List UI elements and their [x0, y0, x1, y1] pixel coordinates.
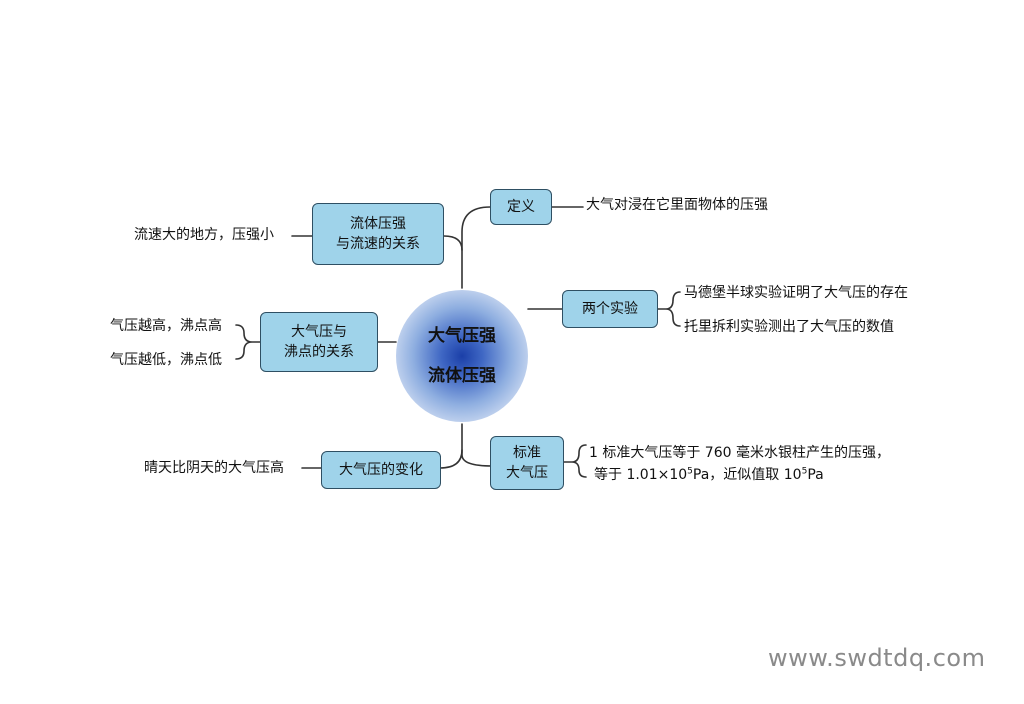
leaf-fluid-velocity: 流速大的地方，压强小 — [134, 227, 274, 243]
node-pressure-change: 大气压的变化 — [321, 451, 441, 489]
central-topic-line-2: 流体压强 — [428, 366, 496, 386]
leaf-boiling-low: 气压越低，沸点低 — [110, 352, 222, 368]
leaf-definition: 大气对浸在它里面物体的压强 — [586, 197, 768, 213]
leaf-experiment-torricelli: 托里拆利实验测出了大气压的数值 — [684, 319, 894, 335]
standard-value-part-3: Pa — [807, 467, 824, 483]
node-boiling-point-line-1: 大气压与 — [291, 324, 347, 340]
leaf-boiling-high: 气压越高，沸点高 — [110, 318, 222, 334]
node-standard-pressure-line-1: 标准 — [513, 445, 541, 461]
central-topic: 大气压强 流体压强 — [396, 290, 528, 422]
trunk-upper-line — [461, 206, 491, 289]
node-boiling-point: 大气压与 沸点的关系 — [260, 312, 378, 372]
leaf-standard-value: 等于 1.01×105Pa，近似值取 105Pa — [594, 466, 824, 484]
standard-value-part-2: Pa，近似值取 10 — [692, 467, 802, 483]
node-standard-pressure-line-2: 大气压 — [506, 465, 548, 481]
experiments-bracket — [656, 291, 681, 327]
trunk-lower-line — [461, 423, 493, 467]
leaf-standard-definition: 1 标准大气压等于 760 毫米水银柱产生的压强， — [589, 445, 890, 461]
standard-bracket — [562, 444, 587, 478]
node-pressure-change-label: 大气压的变化 — [339, 462, 423, 478]
standard-value-exponent-2: 5 — [801, 466, 808, 477]
leaf-experiment-magdeburg: 马德堡半球实验证明了大气压的存在 — [684, 285, 908, 301]
node-fluid-pressure: 流体压强 与流速的关系 — [312, 203, 444, 265]
trunk-change-line — [439, 449, 463, 469]
leaf-weather-change: 晴天比阴天的大气压高 — [144, 460, 284, 476]
node-boiling-point-line-2: 沸点的关系 — [284, 344, 354, 360]
node-standard-pressure: 标准 大气压 — [490, 436, 564, 490]
boiling-bracket — [235, 324, 261, 360]
node-fluid-pressure-line-1: 流体压强 — [350, 216, 406, 232]
central-topic-line-1: 大气压强 — [428, 326, 496, 346]
watermark-url: www.swdtdq.com — [768, 644, 986, 672]
node-definition-label: 定义 — [507, 199, 535, 215]
trunk-fluid-line — [443, 235, 463, 251]
node-two-experiments-label: 两个实验 — [582, 301, 638, 317]
standard-value-part-1: 等于 1.01×10 — [594, 467, 688, 483]
node-fluid-pressure-line-2: 与流速的关系 — [336, 236, 420, 252]
node-definition: 定义 — [490, 189, 552, 225]
standard-value-exponent-1: 5 — [687, 466, 693, 477]
node-two-experiments: 两个实验 — [562, 290, 658, 328]
